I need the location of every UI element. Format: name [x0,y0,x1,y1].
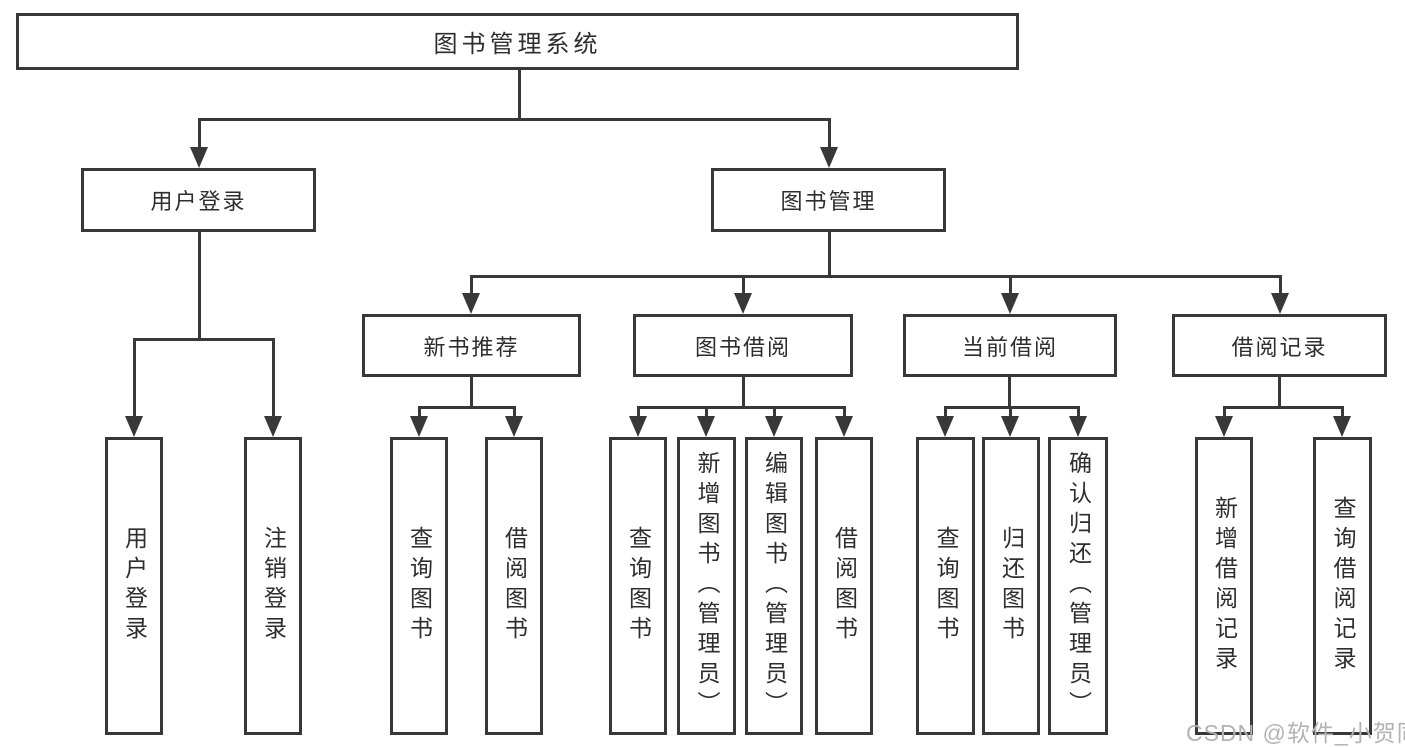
arrowhead-icon [125,416,143,437]
leaf-query-books-recommend: 查询图书 [390,437,448,735]
leaf-return-books: 归还图书 [982,437,1040,735]
node-label: 归还图书 [998,526,1025,646]
arrowhead-icon [505,416,523,437]
connector-line [742,375,745,408]
node-label: 查询图书 [933,526,959,646]
arrowhead-icon [1271,293,1289,314]
connector-line [1223,406,1226,418]
leaf-borrow-books-recommend: 借阅图书 [485,437,543,735]
connector-line [418,406,421,418]
node-label: 图书管理系统 [433,31,602,58]
node-label: 当前借阅 [961,334,1058,360]
leaf-add-borrow-record: 新增借阅记录 [1195,437,1253,735]
leaf-logout-action: 注销登录 [244,437,302,735]
arrowhead-icon [1001,293,1019,314]
connector-line [1008,375,1011,408]
connector-line [1341,406,1344,418]
arrowhead-icon [1333,416,1351,437]
connector-line [133,338,136,418]
arrowhead-icon [410,416,428,437]
connector-line [637,406,640,418]
connector-line [198,118,831,121]
connector-line [470,275,473,296]
csdn-watermark: CSDN @软件_小贺同学 [1186,720,1405,746]
connector-line [198,118,201,149]
node-current-borrowing: 当前借阅 [903,314,1117,377]
connector-line [470,375,473,408]
leaf-user-login-action: 用户登录 [105,437,163,735]
node-label: 用户登录 [121,526,148,646]
connector-line [742,275,745,296]
arrowhead-icon [765,416,783,437]
node-label: 编辑图书（管理员） [761,451,788,721]
arrowhead-icon [1001,416,1019,437]
node-library-management-system: 图书管理系统 [16,13,1019,70]
node-label: 新增借阅记录 [1211,496,1238,676]
connector-line [272,338,275,418]
node-book-borrowing: 图书借阅 [633,314,853,377]
node-label: 借阅图书 [501,526,528,646]
arrowhead-icon [264,416,282,437]
arrowhead-icon [462,293,480,314]
node-label: 图书管理 [780,189,877,214]
node-label: 借阅记录 [1231,334,1328,360]
node-label: 查询图书 [406,526,433,646]
arrowhead-icon [936,416,954,437]
node-label: 注销登录 [260,526,287,646]
connector-line [944,406,947,418]
node-label: 确认归还（管理员） [1065,451,1092,721]
node-new-book-recommend: 新书推荐 [362,314,581,377]
node-label: 图书借阅 [694,334,791,360]
leaf-add-book-admin: 新增图书（管理员） [677,437,736,735]
connector-line [518,68,521,121]
leaf-edit-book-admin: 编辑图书（管理员） [745,437,803,735]
node-label: 新书推荐 [423,334,520,360]
node-borrowing-records: 借阅记录 [1172,314,1387,377]
connector-line [843,406,846,418]
arrowhead-icon [190,147,208,168]
node-label: 查询借阅记录 [1330,496,1356,676]
arrowhead-icon [629,416,647,437]
connector-line [705,406,708,418]
connector-line [637,406,846,409]
node-label: 新增图书（管理员） [694,451,720,721]
connector-line [513,406,516,418]
node-label: 查询图书 [625,526,652,646]
arrowhead-icon [820,147,838,168]
leaf-confirm-return-admin: 确认归还（管理员） [1048,437,1108,735]
leaf-query-books-current: 查询图书 [916,437,975,735]
connector-line [1278,375,1281,408]
connector-line [1009,406,1012,418]
connector-line [133,338,275,341]
node-label: 用户登录 [150,189,247,214]
arrowhead-icon [1215,416,1233,437]
connector-line [1279,275,1282,296]
connector-line [418,406,516,409]
node-book-management: 图书管理 [711,168,946,232]
connector-line [828,230,831,277]
node-label: 借阅图书 [831,526,858,646]
arrowhead-icon [697,416,715,437]
connector-line [1223,406,1344,409]
connector-line [828,118,831,149]
leaf-query-borrow-record: 查询借阅记录 [1313,437,1372,735]
leaf-borrow-books-action: 借阅图书 [815,437,873,735]
connector-line [470,275,1281,278]
connector-line [944,406,1080,409]
node-user-login: 用户登录 [81,168,316,232]
connector-line [1077,406,1080,418]
arrowhead-icon [734,293,752,314]
connector-line [773,406,776,418]
arrowhead-icon [1069,416,1087,437]
arrowhead-icon [835,416,853,437]
connector-line [1009,275,1012,296]
leaf-query-books-borrow: 查询图书 [609,437,667,735]
connector-line [198,230,201,340]
